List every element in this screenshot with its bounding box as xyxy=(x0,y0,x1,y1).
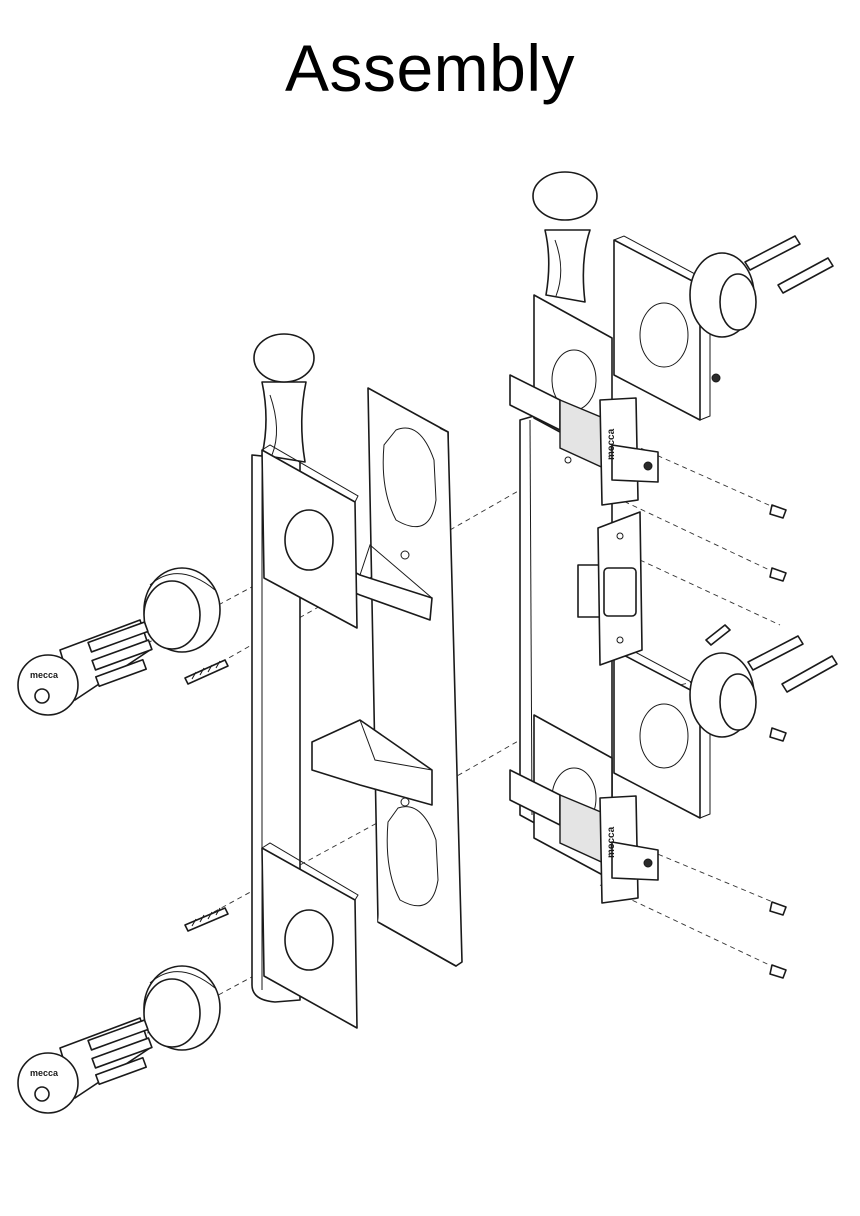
left-wood-screw-upper xyxy=(184,659,229,685)
key-cylinder-upper: mecca xyxy=(17,619,153,716)
escutcheon-washer-lower xyxy=(689,652,757,738)
cylinder-brand-lower: mecca xyxy=(30,1068,59,1078)
cylinder-brand-upper: mecca xyxy=(30,670,59,680)
deadbolt-latch-lower: mecca xyxy=(509,769,659,904)
left-spacer-ring-lower xyxy=(143,965,221,1051)
latch-brand-upper: mecca xyxy=(606,428,617,460)
latch-brand-lower: mecca xyxy=(606,826,617,858)
left-mount-bracket-lower xyxy=(311,719,433,806)
deadbolt-latch-upper: mecca xyxy=(509,374,659,506)
left-backplate xyxy=(367,387,463,967)
left-rose-plate-lower xyxy=(261,842,359,1029)
left-rose-plate-upper xyxy=(261,444,359,629)
key-cylinder-lower: mecca xyxy=(17,1017,153,1114)
escutcheon-washer-upper xyxy=(689,252,757,383)
left-spacer-ring-upper xyxy=(143,567,221,653)
strike-plate xyxy=(597,511,643,666)
right-pull-handle xyxy=(532,171,598,303)
right-outer-rose-plates xyxy=(613,235,712,819)
page-title: Assembly xyxy=(284,31,576,105)
left-wood-screw-lower xyxy=(184,907,229,932)
machine-bolts xyxy=(705,235,838,693)
small-screws xyxy=(769,504,787,979)
